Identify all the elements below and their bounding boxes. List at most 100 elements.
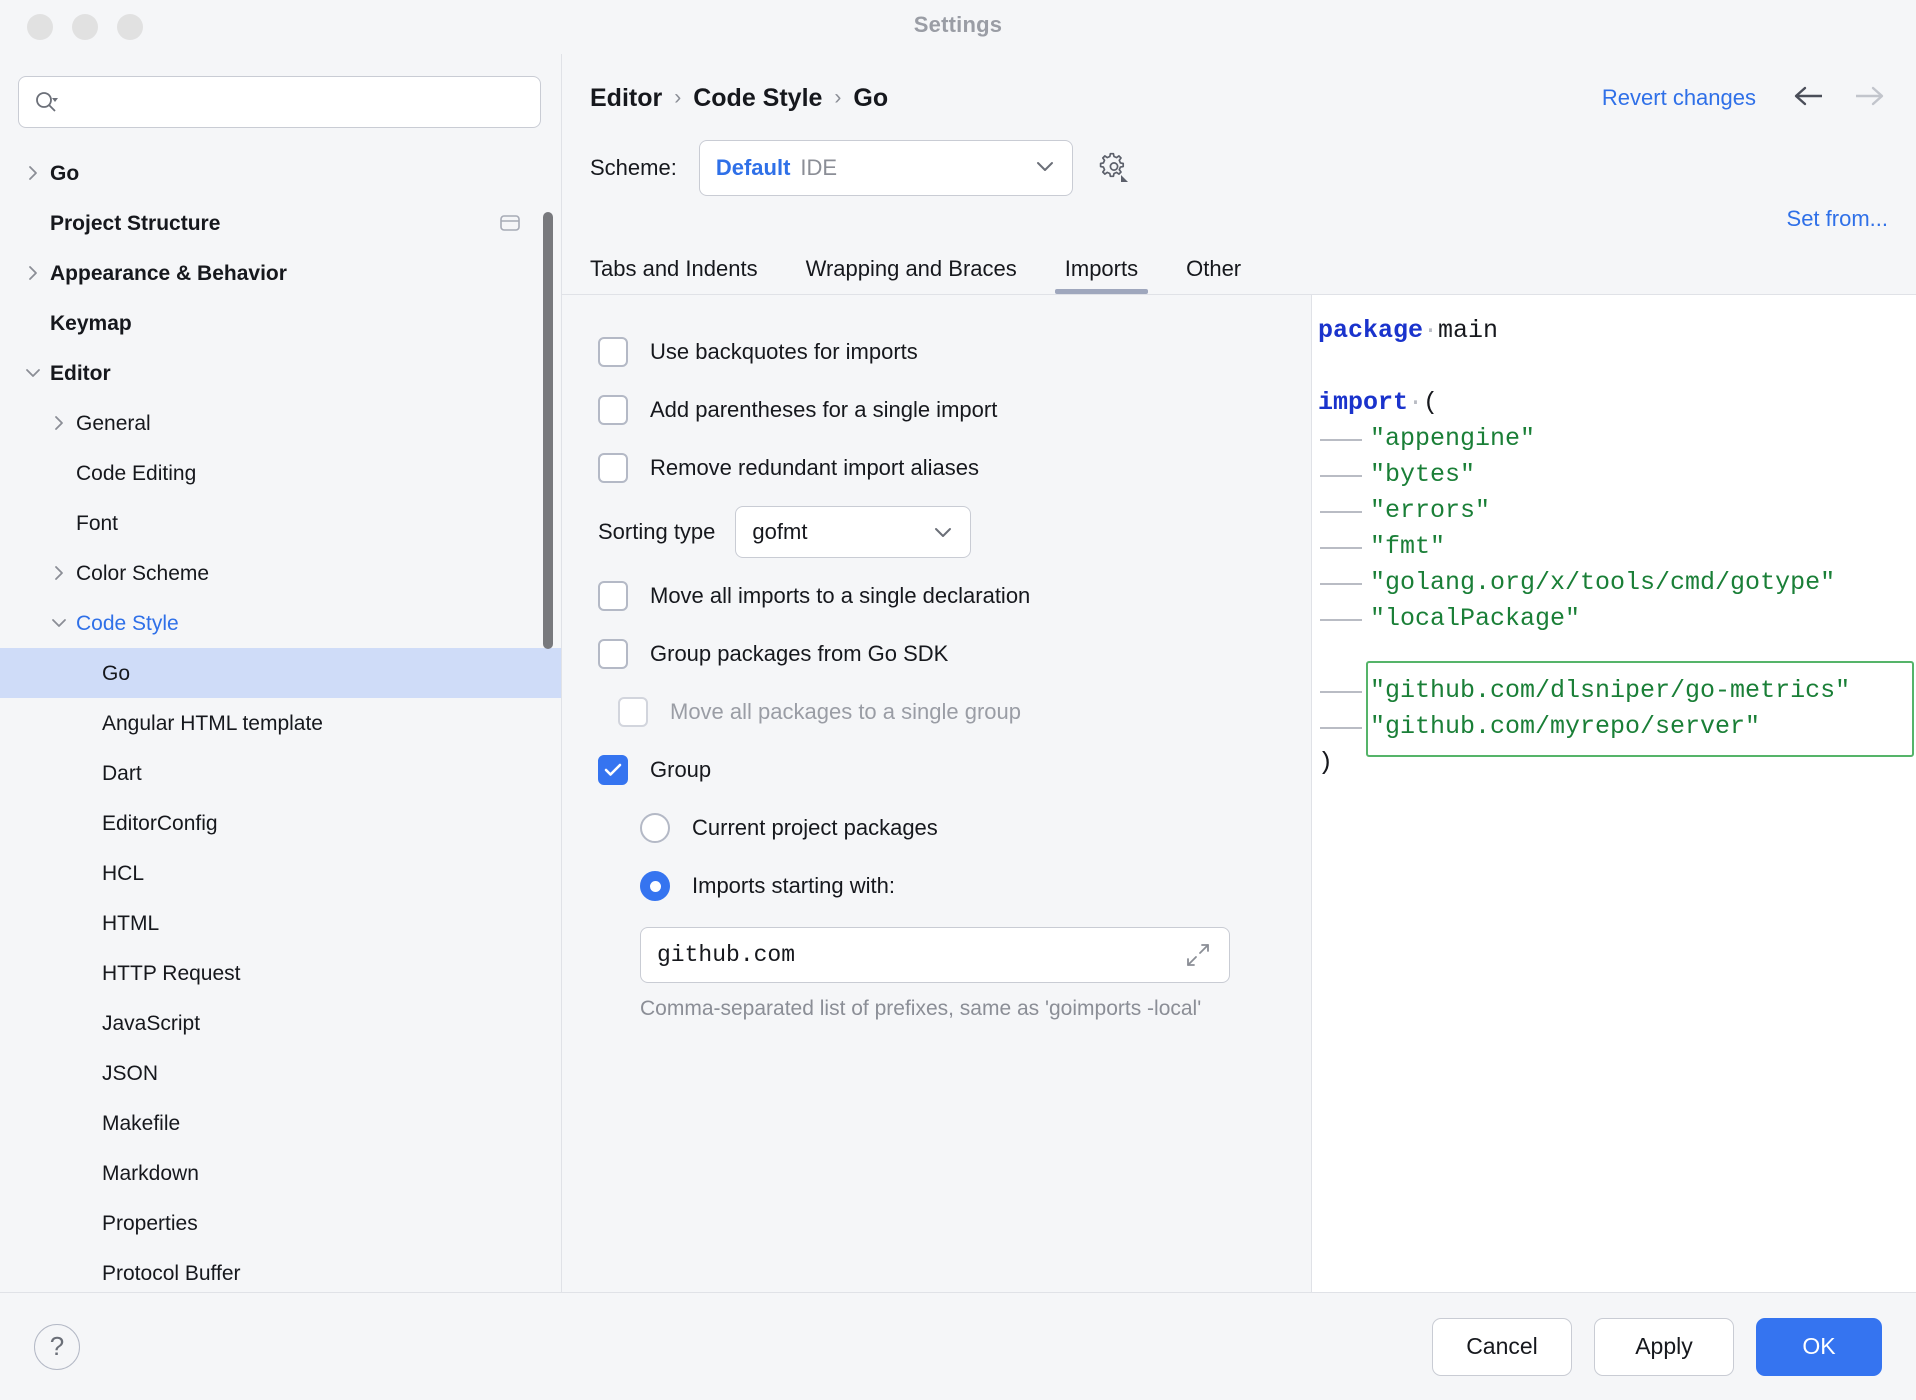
- sidebar-item-label: Project Structure: [50, 211, 221, 235]
- sidebar-item-http-request[interactable]: HTTP Request: [0, 948, 561, 998]
- sidebar-item-general[interactable]: General: [0, 398, 561, 448]
- code-token: ): [1318, 748, 1334, 777]
- sidebar-item-hcl[interactable]: HCL: [0, 848, 561, 898]
- sidebar-item-go[interactable]: Go: [0, 148, 561, 198]
- sidebar-item-label: Go: [50, 161, 80, 185]
- sidebar-item-json[interactable]: JSON: [0, 1048, 561, 1098]
- sidebar-item-label: Protocol Buffer: [102, 1261, 241, 1285]
- checkbox-add-parentheses[interactable]: [598, 395, 628, 425]
- set-from-link[interactable]: Set from...: [1786, 206, 1888, 231]
- prefix-input[interactable]: [657, 942, 1175, 968]
- search-input[interactable]: [65, 91, 526, 113]
- scrollbar-thumb[interactable]: [543, 212, 553, 649]
- chevron-right-icon[interactable]: [42, 564, 76, 582]
- option-label: Group: [650, 757, 712, 782]
- search-box[interactable]: [18, 76, 541, 128]
- sidebar-scrollbar[interactable]: [543, 212, 553, 1292]
- option-group-sdk[interactable]: Group packages from Go SDK: [562, 625, 1311, 683]
- settings-tabs[interactable]: Tabs and Indents Wrapping and Braces Impor…: [562, 232, 1916, 294]
- sidebar-item-properties[interactable]: Properties: [0, 1198, 561, 1248]
- sidebar-item-code-editing[interactable]: Code Editing: [0, 448, 561, 498]
- sidebar-item-color-scheme[interactable]: Color Scheme: [0, 548, 561, 598]
- checkbox-group[interactable]: [598, 755, 628, 785]
- breadcrumb-item[interactable]: Code Style: [693, 83, 823, 112]
- chevron-right-icon[interactable]: [42, 414, 76, 432]
- close-button[interactable]: [27, 14, 53, 40]
- option-add-parentheses[interactable]: Add parentheses for a single import: [562, 381, 1311, 439]
- sidebar-item-appearance-behavior[interactable]: Appearance & Behavior: [0, 248, 561, 298]
- sorting-type-select[interactable]: gofmt: [735, 506, 972, 558]
- option-imports-starting-with[interactable]: Imports starting with:: [562, 857, 1311, 915]
- code-token: main: [1438, 316, 1499, 345]
- zoom-button[interactable]: [117, 14, 143, 40]
- settings-panes: Use backquotes for imports Add parenthes…: [562, 294, 1916, 1292]
- sidebar-item-project-structure[interactable]: Project Structure: [0, 198, 561, 248]
- sidebar-item-dart[interactable]: Dart: [0, 748, 561, 798]
- indent-guide: [1318, 529, 1370, 565]
- tab-tabs-and-indents[interactable]: Tabs and Indents: [590, 256, 758, 281]
- minimize-button[interactable]: [72, 14, 98, 40]
- question-mark-icon[interactable]: ?: [34, 1323, 80, 1370]
- option-move-all-imports[interactable]: Move all imports to a single declaration: [562, 567, 1311, 625]
- breadcrumb-item[interactable]: Editor: [590, 83, 663, 112]
- option-label: Group packages from Go SDK: [650, 641, 949, 666]
- sidebar-item-html[interactable]: HTML: [0, 898, 561, 948]
- chevron-down-icon[interactable]: [42, 614, 76, 632]
- sidebar-item-makefile[interactable]: Makefile: [0, 1098, 561, 1148]
- sidebar-item-go[interactable]: Go: [0, 648, 561, 698]
- code-token: package: [1318, 316, 1424, 345]
- option-label: Move all imports to a single declaration: [650, 583, 1031, 608]
- sidebar-item-angular-html-template[interactable]: Angular HTML template: [0, 698, 561, 748]
- ok-button[interactable]: OK: [1756, 1317, 1882, 1376]
- radio-imports-starting-with[interactable]: [640, 871, 670, 901]
- checkbox-use-backquotes[interactable]: [598, 337, 628, 367]
- code-line: package·main: [1318, 313, 1916, 349]
- revert-changes-link[interactable]: Revert changes: [1601, 85, 1756, 110]
- sidebar-item-label: Makefile: [102, 1111, 181, 1135]
- prefix-field-box[interactable]: [640, 927, 1230, 983]
- checkbox-remove-aliases[interactable]: [598, 453, 628, 483]
- option-current-project-packages[interactable]: Current project packages: [562, 799, 1311, 857]
- sidebar-item-javascript[interactable]: JavaScript: [0, 998, 561, 1048]
- sidebar-item-editor[interactable]: Editor: [0, 348, 561, 398]
- sidebar-item-protocol-buffer[interactable]: Protocol Buffer: [0, 1248, 561, 1292]
- checkbox-move-all-imports[interactable]: [598, 581, 628, 611]
- radio-current-project-packages[interactable]: [640, 813, 670, 843]
- code-token: "github.com/dlsniper/go-metrics": [1370, 676, 1851, 705]
- tab-other[interactable]: Other: [1186, 256, 1242, 281]
- sidebar-item-font[interactable]: Font: [0, 498, 561, 548]
- tab-wrapping-and-braces[interactable]: Wrapping and Braces: [805, 256, 1017, 281]
- sidebar-item-editorconfig[interactable]: EditorConfig: [0, 798, 561, 848]
- tab-imports[interactable]: Imports: [1041, 256, 1162, 294]
- scheme-select[interactable]: Default IDE: [698, 140, 1073, 196]
- sidebar-item-markdown[interactable]: Markdown: [0, 1148, 561, 1198]
- indent-guide: [1318, 601, 1370, 637]
- settings-content: Editor›Code Style›Go Revert changes: [562, 54, 1916, 1292]
- breadcrumb-item[interactable]: Go: [853, 83, 889, 112]
- code-line: "golang.org/x/tools/cmd/gotype": [1318, 565, 1916, 601]
- option-remove-aliases[interactable]: Remove redundant import aliases: [562, 439, 1311, 497]
- chevron-right-icon[interactable]: [16, 164, 50, 182]
- option-use-backquotes[interactable]: Use backquotes for imports: [562, 323, 1311, 381]
- expand-icon[interactable]: [1183, 940, 1213, 970]
- breadcrumb: Editor›Code Style›Go: [590, 84, 888, 113]
- sidebar-item-label: Keymap: [50, 311, 132, 335]
- sidebar-item-keymap[interactable]: Keymap: [0, 298, 561, 348]
- sidebar-item-label: Markdown: [102, 1161, 199, 1185]
- chevron-down-icon[interactable]: [16, 364, 50, 382]
- chevron-right-icon[interactable]: [16, 264, 50, 282]
- option-label: Imports starting with:: [692, 873, 895, 898]
- apply-button[interactable]: Apply: [1594, 1317, 1734, 1376]
- option-group[interactable]: Group: [562, 741, 1311, 799]
- sidebar-item-label: Angular HTML template: [102, 711, 323, 735]
- arrow-left-icon[interactable]: [1790, 83, 1828, 114]
- gear-icon[interactable]: [1095, 149, 1133, 187]
- sidebar-item-code-style[interactable]: Code Style: [0, 598, 561, 648]
- checkbox-group-sdk[interactable]: [598, 639, 628, 669]
- cancel-button[interactable]: Cancel: [1432, 1317, 1572, 1376]
- code-line: "github.com/myrepo/server": [1318, 709, 1916, 745]
